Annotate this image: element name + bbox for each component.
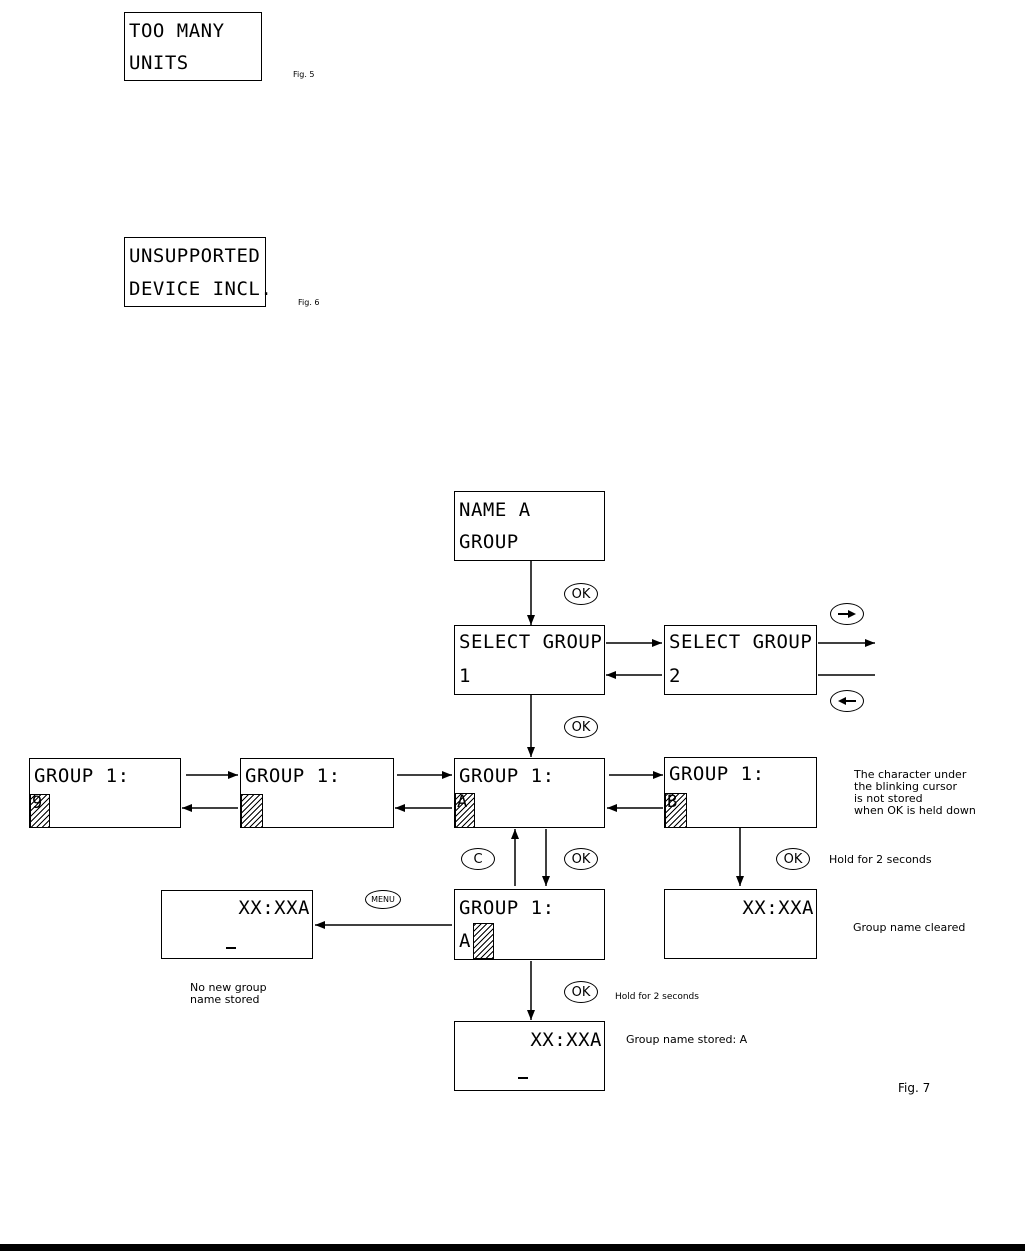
cursor-block: A [455, 792, 475, 828]
ok-button[interactable]: OK [564, 583, 598, 605]
clock-stored-line1: XX:XXA [530, 1029, 602, 1051]
cursor-char: A [457, 792, 468, 812]
fig6-display: UNSUPPORTED DEVICE INCL. [124, 237, 272, 307]
clock-cleared-display: XX:XXA [664, 889, 817, 959]
fig5-caption: Fig. 5 [293, 70, 315, 79]
menu-button[interactable]: MENU [365, 890, 401, 909]
select-group-1-line1: SELECT GROUP [459, 631, 603, 653]
fig6-line1: UNSUPPORTED [129, 245, 261, 267]
group-left2-line1: GROUP 1: [34, 765, 130, 787]
select-group-2-line2: 2 [669, 665, 681, 687]
group-entry-display: GROUP 1: A [454, 889, 605, 960]
clock-menu-line1: XX:XXA [238, 897, 310, 919]
cursor-note: The character under the blinking cursor … [854, 768, 976, 817]
c-button[interactable]: C [461, 848, 495, 870]
select-group-2-line1: SELECT GROUP [669, 631, 813, 653]
right-arrow-button[interactable] [830, 603, 864, 625]
left-arrow-icon [838, 697, 856, 705]
cursor-char: 9 [32, 793, 43, 813]
cursor-block: 9 [30, 793, 50, 828]
clock-menu-display: XX:XXA [161, 890, 313, 959]
select-group-1-line2: 1 [459, 665, 471, 687]
group-left2-display: GROUP 1: 9 [29, 758, 181, 828]
ok-button[interactable]: OK [564, 981, 598, 1003]
cursor-block [473, 923, 494, 959]
group-entry-line1: GROUP 1: [459, 897, 555, 919]
hold-note: Hold for 2 seconds [829, 853, 932, 866]
ok-button[interactable]: OK [564, 716, 598, 738]
name-group-display: NAME A GROUP [454, 491, 605, 561]
underscore-cursor [226, 947, 236, 949]
group-center-line1: GROUP 1: [459, 765, 555, 787]
select-group-2-display: SELECT GROUP 2 [664, 625, 817, 695]
group-left1-line1: GROUP 1: [245, 765, 341, 787]
name-group-line1: NAME A [459, 499, 531, 521]
underscore-cursor [518, 1077, 528, 1079]
no-new-note: No new group name stored [190, 981, 267, 1006]
cursor-block [241, 794, 263, 828]
group-center-display: GROUP 1: A [454, 758, 605, 828]
group-right-line1: GROUP 1: [669, 763, 765, 785]
cursor-char: B [667, 792, 678, 812]
ok-button[interactable]: OK [776, 848, 810, 870]
fig5-display: TOO MANY UNITS [124, 12, 262, 81]
fig6-line2: DEVICE INCL. [129, 278, 273, 300]
stored-note: Group name stored: A [626, 1033, 748, 1046]
select-group-1-display: SELECT GROUP 1 [454, 625, 605, 695]
group-left1-display: GROUP 1: [240, 758, 394, 828]
bottom-border-bar [0, 1244, 1025, 1251]
group-entry-line2: A [459, 930, 471, 952]
cleared-note: Group name cleared [853, 921, 966, 934]
cursor-block: B [665, 792, 687, 828]
clock-cleared-line1: XX:XXA [742, 897, 814, 919]
ok-button[interactable]: OK [564, 848, 598, 870]
name-group-line2: GROUP [459, 531, 519, 553]
group-right-display: GROUP 1: B [664, 757, 817, 828]
fig7-caption: Fig. 7 [898, 1081, 931, 1095]
left-arrow-button[interactable] [830, 690, 864, 712]
fig5-line1: TOO MANY [129, 20, 225, 42]
hold-note: Hold for 2 seconds [615, 992, 699, 1002]
clock-stored-display: XX:XXA [454, 1021, 605, 1091]
fig5-line2: UNITS [129, 52, 189, 74]
right-arrow-icon [838, 610, 856, 618]
fig6-caption: Fig. 6 [298, 298, 320, 307]
